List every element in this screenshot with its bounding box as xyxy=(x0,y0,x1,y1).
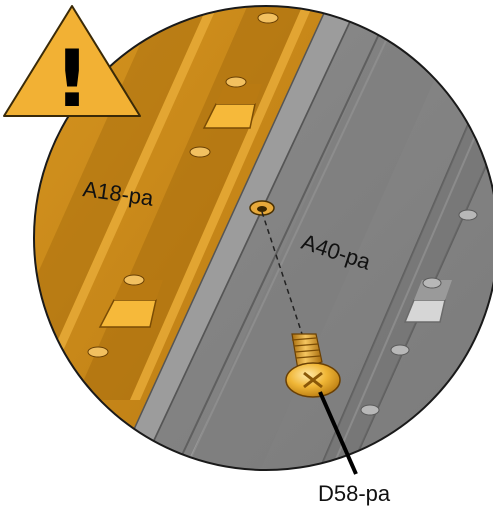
screw-leader-line xyxy=(318,391,358,475)
screw-label: D58-pa xyxy=(318,481,391,506)
assembly-guide-line xyxy=(261,211,305,341)
warning-exclamation: ! xyxy=(54,35,90,125)
grey-rail-band xyxy=(185,6,470,470)
zoom-circle-outline xyxy=(33,5,493,471)
warning-triangle-icon: ! xyxy=(3,5,141,125)
grey-panel-feet xyxy=(360,209,478,416)
screw-d58 xyxy=(285,333,341,398)
orange-panel-feet xyxy=(87,12,279,358)
screw-hole xyxy=(249,200,275,216)
